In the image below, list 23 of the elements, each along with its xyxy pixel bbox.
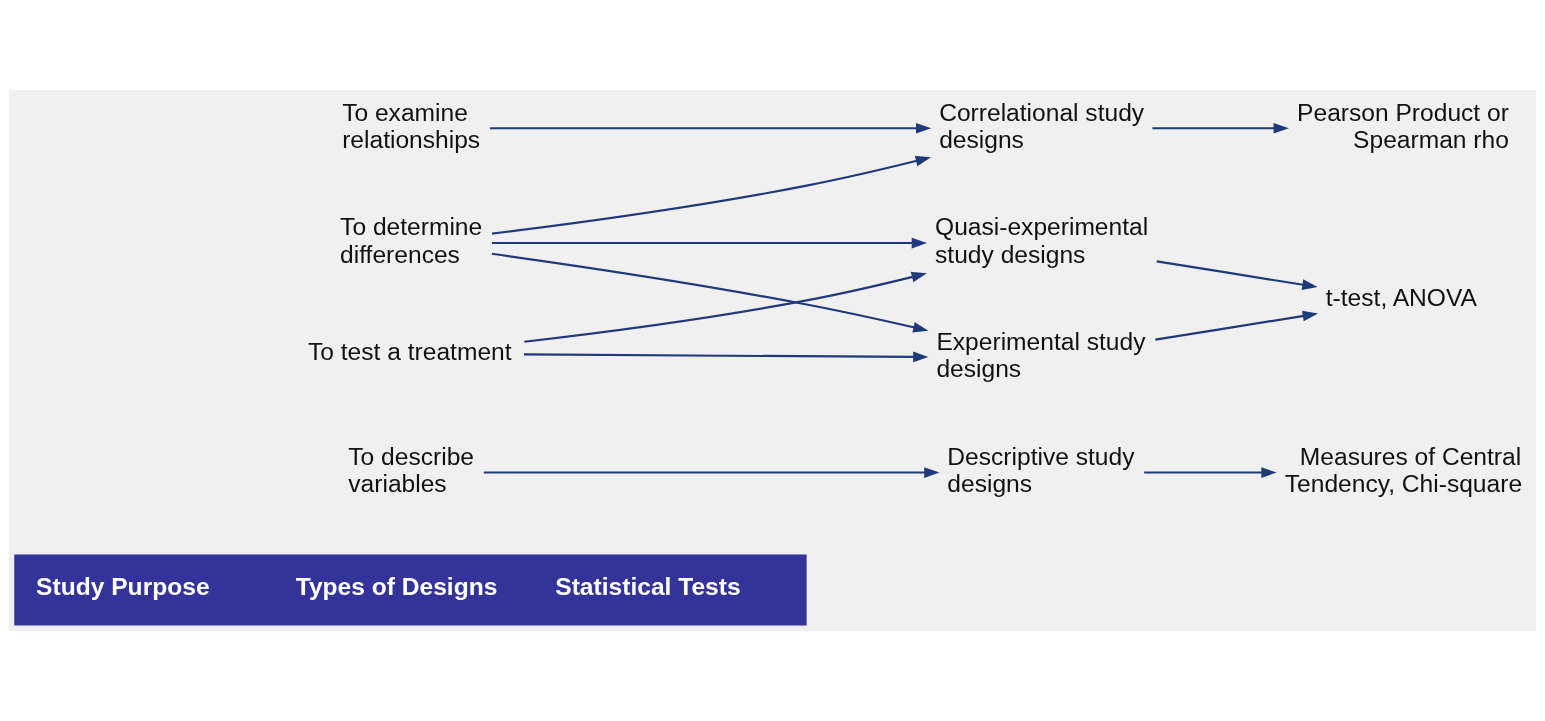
arrow	[1152, 122, 1289, 134]
arrow	[483, 467, 940, 478]
arrow	[491, 237, 927, 249]
node-text: Experimental study designs	[936, 328, 1146, 383]
node-text: Correlational study designs	[939, 98, 1145, 153]
node-text: Pearson Product or Spearman rho	[1297, 98, 1509, 153]
node-text: Measures of Central Tendency, Chi-square	[1284, 442, 1523, 498]
node-box: Study Purpose Types of Designs Statistical Tests	[14, 554, 807, 626]
arrow	[491, 155, 931, 235]
node-text: Quasi-experimental study designs	[935, 213, 1149, 268]
arrow	[523, 351, 929, 363]
arrow	[1156, 260, 1318, 290]
node-text: To describe variables	[348, 442, 474, 498]
arrow	[1144, 467, 1277, 478]
node-text: Descriptive study designs	[947, 442, 1135, 498]
node-text: To test a treatment	[308, 337, 512, 365]
node-text: To determine differences	[340, 213, 483, 268]
node-text: To examine relationships	[342, 98, 481, 153]
arrow	[1155, 310, 1319, 341]
arrow	[491, 252, 929, 333]
arrow	[490, 122, 932, 134]
arrow	[524, 271, 927, 343]
node-text: t-test, ANOVA	[1325, 284, 1477, 312]
